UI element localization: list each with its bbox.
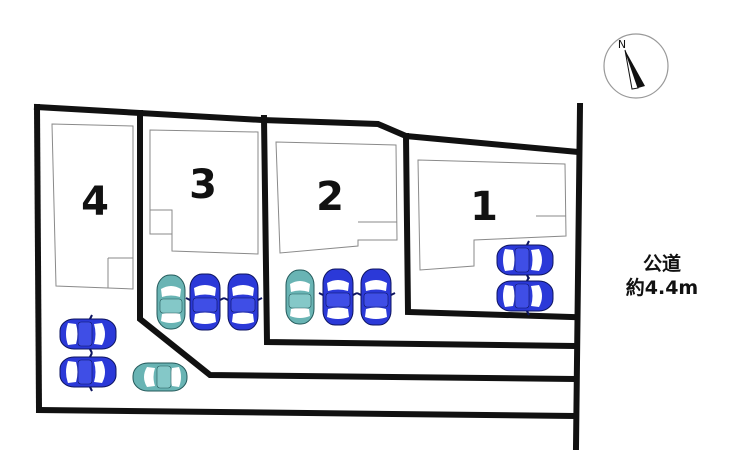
road-width: 約4.4m xyxy=(625,277,699,299)
north-arrow-icon: N xyxy=(603,33,669,99)
car-icon xyxy=(185,273,225,331)
compass-letter: N xyxy=(618,38,626,51)
building-footprints xyxy=(51,123,567,290)
lot-2-number: 2 xyxy=(316,174,344,220)
road-name: 公道 xyxy=(642,253,681,275)
building-2-outline xyxy=(275,141,398,254)
car-icon xyxy=(285,269,315,325)
car-icon xyxy=(223,273,263,331)
car-icon xyxy=(59,314,117,354)
lot-1-number: 1 xyxy=(470,184,498,230)
car-icon xyxy=(496,276,554,316)
car-icon xyxy=(318,268,358,326)
lot-3-number: 3 xyxy=(189,162,217,208)
car-icon xyxy=(156,274,186,330)
building-4-outline xyxy=(51,123,134,290)
lot-4-number: 4 xyxy=(81,179,109,225)
car-icon xyxy=(59,352,117,392)
building-1-outline xyxy=(417,159,567,271)
car-icon xyxy=(356,268,396,326)
car-icon xyxy=(132,362,188,392)
car-icon xyxy=(496,240,554,280)
lot-boundaries xyxy=(33,102,584,451)
road-label: 公道 約4.4m xyxy=(612,252,712,300)
building-3-outline xyxy=(149,129,259,255)
lot-numbers: 4 3 2 1 xyxy=(81,162,498,230)
